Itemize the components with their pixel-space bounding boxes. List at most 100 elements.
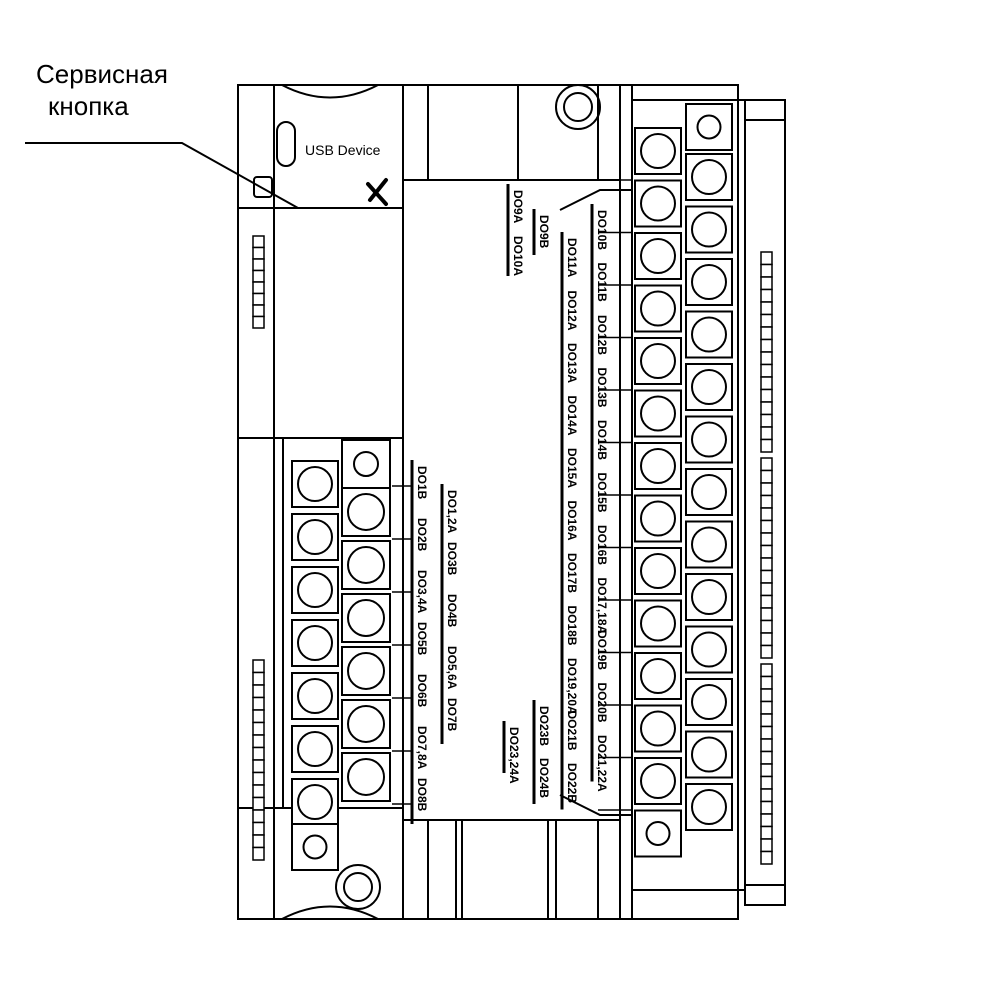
terminal-screw-icon[interactable]: [640, 710, 676, 747]
led-icon: [252, 834, 265, 849]
terminal-screw-icon[interactable]: [640, 395, 676, 432]
terminal-screw-icon[interactable]: [691, 264, 727, 300]
terminal-label: DO16A: [565, 501, 579, 541]
led-icon: [760, 251, 773, 266]
led-icon: [760, 507, 773, 522]
terminal-screw-icon[interactable]: [347, 599, 385, 637]
callout-line-1: Сервисная: [36, 59, 168, 89]
terminal-screw-icon[interactable]: [297, 519, 333, 555]
terminal-screw-icon[interactable]: [347, 493, 385, 531]
terminal-labels: DO1BDO2BDO3,4ADO5BDO6BDO7,8ADO8BDO1,2ADO…: [392, 179, 632, 824]
terminal-screw-icon[interactable]: [640, 238, 676, 274]
terminal-hole-icon: [645, 821, 671, 846]
led-icon: [252, 696, 265, 711]
terminal-label: DO19B: [595, 630, 609, 670]
led-icon: [760, 426, 773, 441]
led-icon: [252, 269, 265, 283]
terminal-screw-icon[interactable]: [691, 421, 727, 458]
terminal-label: DO22B: [565, 763, 579, 803]
terminal-screw-icon[interactable]: [347, 758, 385, 796]
terminal-screw-icon[interactable]: [297, 466, 333, 502]
terminal-screw-icon[interactable]: [691, 526, 727, 563]
led-icon: [252, 759, 265, 774]
terminal-screw-icon[interactable]: [347, 705, 385, 743]
terminal-label: DO11B: [595, 263, 609, 303]
terminal-label: DO14A: [565, 396, 579, 436]
led-icon: [252, 659, 265, 674]
terminal-screw-icon[interactable]: [640, 605, 676, 642]
terminal-screw-icon[interactable]: [640, 448, 676, 484]
terminal-label: DO9A: [511, 190, 525, 224]
terminal-label: DO8B: [415, 778, 429, 812]
led-icon: [252, 709, 265, 724]
usb-port-icon: [276, 121, 296, 167]
terminal-screw-icon[interactable]: [297, 625, 333, 661]
service-button-callout: Сервисная кнопка: [36, 58, 168, 122]
led-icon: [252, 809, 265, 824]
led-icon: [760, 800, 773, 815]
terminal-screw-icon[interactable]: [640, 763, 676, 799]
terminal-label: DO3,4A: [415, 570, 429, 614]
led-icon: [252, 771, 265, 786]
terminal-label: DO20B: [595, 683, 609, 723]
terminal-label: DO18B: [565, 606, 579, 646]
led-icon: [760, 725, 773, 740]
service-button[interactable]: [253, 176, 273, 198]
led-icon: [252, 721, 265, 736]
led-icon: [252, 281, 265, 295]
led-icon: [760, 738, 773, 753]
terminal-screw-icon[interactable]: [640, 658, 676, 694]
terminal-screw-icon[interactable]: [640, 553, 676, 589]
terminal-screw-icon[interactable]: [347, 546, 385, 584]
led-icon: [760, 288, 773, 303]
led-icon: [760, 313, 773, 328]
terminal-screw-icon[interactable]: [691, 789, 727, 825]
led-icon: [252, 304, 265, 318]
led-icon: [760, 838, 773, 853]
terminal-screw-icon[interactable]: [297, 784, 333, 820]
mounting-holes: [335, 84, 601, 910]
terminal-screw-icon[interactable]: [297, 678, 333, 714]
terminal-cell: [685, 103, 733, 151]
terminal-screw-icon[interactable]: [297, 731, 333, 767]
terminal-screw-icon[interactable]: [640, 133, 676, 169]
led-icon: [760, 825, 773, 840]
terminal-screw-icon[interactable]: [297, 572, 333, 608]
callout-leader-line: [25, 142, 398, 209]
led-icon: [760, 663, 773, 678]
terminal-label: DO14B: [595, 420, 609, 460]
led-icon: [252, 796, 265, 811]
terminal-screw-icon[interactable]: [640, 290, 676, 327]
terminal-label: DO24B: [537, 758, 551, 798]
terminal-screw-icon[interactable]: [640, 185, 676, 222]
terminal-screw-icon[interactable]: [691, 579, 727, 615]
led-icon: [252, 292, 265, 306]
led-icon: [760, 582, 773, 597]
usb-label: USB Device: [305, 142, 381, 158]
terminal-label: DO12B: [595, 315, 609, 355]
terminal-label: DO21B: [565, 711, 579, 751]
led-icon: [252, 246, 265, 260]
led-icon: [760, 438, 773, 453]
usb-area: USB Device: [25, 121, 398, 209]
terminal-screw-icon[interactable]: [691, 159, 727, 195]
terminal-screw-icon[interactable]: [347, 652, 385, 690]
terminal-label: DO7B: [445, 698, 459, 732]
led-icon: [760, 276, 773, 291]
terminal-label: DO15B: [595, 473, 609, 513]
terminal-screw-icon[interactable]: [691, 369, 727, 405]
led-icon: [760, 619, 773, 634]
terminal-screw-icon[interactable]: [691, 211, 727, 248]
terminal-screw-icon[interactable]: [691, 316, 727, 353]
terminal-screw-icon[interactable]: [691, 474, 727, 510]
terminal-screw-icon[interactable]: [691, 736, 727, 773]
led-icon: [760, 850, 773, 865]
terminal-screw-icon[interactable]: [691, 631, 727, 668]
terminal-screw-icon[interactable]: [640, 343, 676, 379]
terminal-label: DO10B: [595, 210, 609, 250]
led-icon: [252, 671, 265, 686]
terminal-screw-icon[interactable]: [640, 500, 676, 537]
terminal-label: DO5,6A: [445, 646, 459, 690]
terminal-screw-icon[interactable]: [691, 684, 727, 720]
